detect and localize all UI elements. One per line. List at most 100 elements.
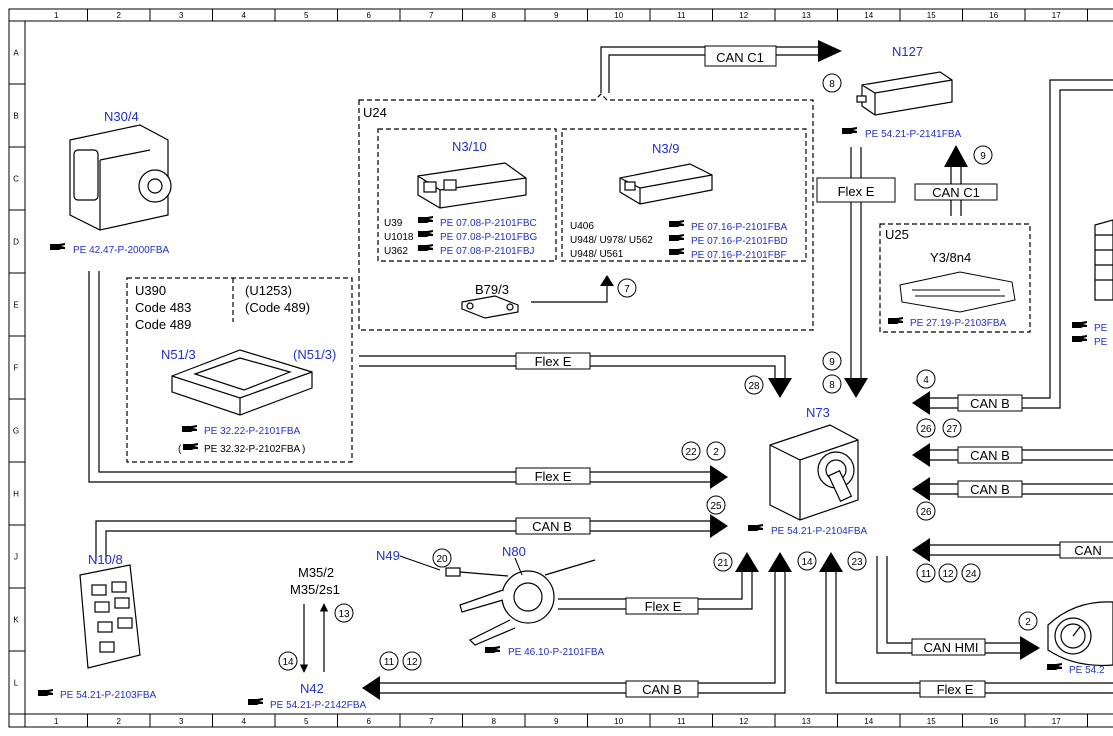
marker-7: 7 — [624, 284, 630, 295]
marker-26-bottom: 26 — [920, 507, 932, 518]
n3-9-code-3: U948/ U561 — [570, 249, 624, 260]
column-number: 15 — [927, 717, 936, 726]
n80-name: N80 — [502, 544, 526, 559]
n30-4-drawing — [69, 124, 172, 231]
bus-flex-e-vertical: Flex E — [838, 184, 875, 199]
column-number: 4 — [242, 11, 247, 20]
b79-3-name: B79/3 — [475, 282, 509, 297]
b79-3-drawing — [461, 295, 519, 319]
bus-flex-e-n30: Flex E — [535, 469, 572, 484]
bus-can-c1-mid: CAN C1 — [932, 185, 980, 200]
marker-24: 24 — [965, 569, 977, 580]
marker-27: 27 — [946, 424, 958, 435]
bus-can-b-n10: CAN B — [532, 519, 572, 534]
u390-line-1: U390 — [135, 283, 166, 298]
n3-10-code-2: U1018 — [384, 232, 414, 243]
y3-8n4-name: Y3/8n4 — [930, 250, 971, 265]
n73-drawing — [769, 424, 859, 521]
n3-9-name: N3/9 — [652, 141, 679, 156]
n51-3-name: N51/3 — [161, 347, 196, 362]
column-number: 15 — [927, 11, 936, 20]
n80-ref: PE 46.10-P-2101FBA — [508, 647, 604, 658]
column-number: 10 — [614, 11, 623, 20]
column-number: 10 — [614, 717, 623, 726]
u24-name: U24 — [363, 105, 387, 120]
column-number: 8 — [492, 717, 497, 726]
bus-flex-e-bottom: Flex E — [937, 682, 974, 697]
m35-2-name: M35/2 — [298, 565, 334, 580]
u24-box — [358, 93, 814, 331]
marker-25: 25 — [710, 501, 722, 512]
bus-flex-e-u24: Flex E — [535, 354, 572, 369]
column-number: 9 — [554, 11, 559, 20]
n3-10-ref-2: PE 07.08-P-2101FBG — [440, 232, 537, 243]
marker-28: 28 — [748, 381, 760, 392]
u25-ref: PE 27.19-P-2103FBA — [910, 318, 1006, 329]
marker-8-top: 8 — [829, 79, 835, 90]
bus-can-b-r2: CAN B — [970, 448, 1010, 463]
column-number: 1 — [54, 717, 59, 726]
n51-3-ref2: PE 32.32-P-2102FBA — [204, 444, 300, 455]
row-letter: F — [14, 364, 19, 373]
right-edge-unit — [1094, 219, 1113, 301]
marker-4: 4 — [923, 375, 929, 386]
row-letter: E — [13, 301, 18, 310]
column-number: 7 — [429, 717, 434, 726]
n30-4-ref: PE 42.47-P-2000FBA — [73, 245, 169, 256]
u1253-line-2: (Code 489) — [245, 300, 310, 315]
marker-12-left: 12 — [406, 657, 418, 668]
column-number: 8 — [492, 11, 497, 20]
n73-ref: PE 54.21-P-2104FBA — [771, 526, 867, 537]
n3-10-ref-1: PE 07.08-P-2101FBC — [440, 218, 537, 229]
cluster-drawing — [1047, 601, 1113, 667]
column-number: 11 — [677, 717, 686, 726]
row-letter: K — [13, 616, 19, 625]
column-number: 12 — [739, 717, 748, 726]
column-number: 5 — [304, 11, 309, 20]
bus-can-b-r3: CAN B — [970, 482, 1010, 497]
n3-9-box — [561, 128, 807, 262]
row-letter: G — [13, 427, 19, 436]
m35-2s1-name: M35/2s1 — [290, 582, 340, 597]
n80-drawing — [445, 559, 596, 646]
n127-drawing — [856, 71, 953, 116]
column-number: 6 — [367, 717, 372, 726]
n30-4-name: N30/4 — [104, 109, 139, 124]
n3-9-ref-1: PE 07.16-P-2101FBA — [691, 222, 787, 233]
n3-10-ref-3: PE 07.08-P-2101FBJ — [440, 246, 535, 257]
n3-10-box — [377, 128, 557, 262]
n3-9-code-2: U948/ U978/ U562 — [570, 235, 653, 246]
n10-8-drawing — [79, 564, 141, 669]
marker-2-left: 2 — [713, 447, 719, 458]
column-number: 12 — [739, 11, 748, 20]
column-number: 17 — [1052, 717, 1061, 726]
column-number: 4 — [242, 717, 247, 726]
marker-14-m35: 14 — [282, 657, 294, 668]
n10-8-name: N10/8 — [88, 552, 123, 567]
row-letter: J — [14, 553, 18, 562]
column-number: 14 — [864, 717, 873, 726]
m35-arrows — [299, 603, 329, 673]
column-number: 14 — [864, 11, 873, 20]
marker-11-left: 11 — [384, 657, 395, 668]
bus-can-c1-top: CAN C1 — [716, 50, 764, 65]
row-letter: L — [14, 679, 19, 688]
n42-name: N42 — [300, 681, 324, 696]
cluster-ref: PE 54.2 — [1069, 665, 1105, 676]
circle-markers: 8 9 7 9 8 28 22 2 25 4 26 27 26 21 14 23… — [278, 73, 1038, 671]
marker-14-n73: 14 — [801, 557, 813, 568]
n42-ref: PE 54.21-P-2142FBA — [270, 700, 366, 711]
u390-line-3: Code 489 — [135, 317, 191, 332]
column-number: 2 — [117, 717, 122, 726]
marker-9-top: 9 — [980, 151, 986, 162]
right-ref-1: PE — [1094, 323, 1108, 334]
column-number: 13 — [802, 717, 811, 726]
references: PE 42.47-P-2000FBA PE 54.21-P-2141FBA U3… — [38, 127, 1108, 711]
row-letter: C — [13, 175, 19, 184]
n51-3-alt-name: (N51/3) — [293, 347, 336, 362]
marker-12-right: 12 — [942, 569, 954, 580]
column-number: 16 — [989, 11, 998, 20]
marker-8-mid: 8 — [829, 380, 835, 391]
bus-labels: CAN C1 Flex E CAN C1 Flex E Flex E CAN B… — [515, 45, 1113, 698]
n3-9-ref-3: PE 07.16-P-2101FBF — [691, 250, 787, 261]
